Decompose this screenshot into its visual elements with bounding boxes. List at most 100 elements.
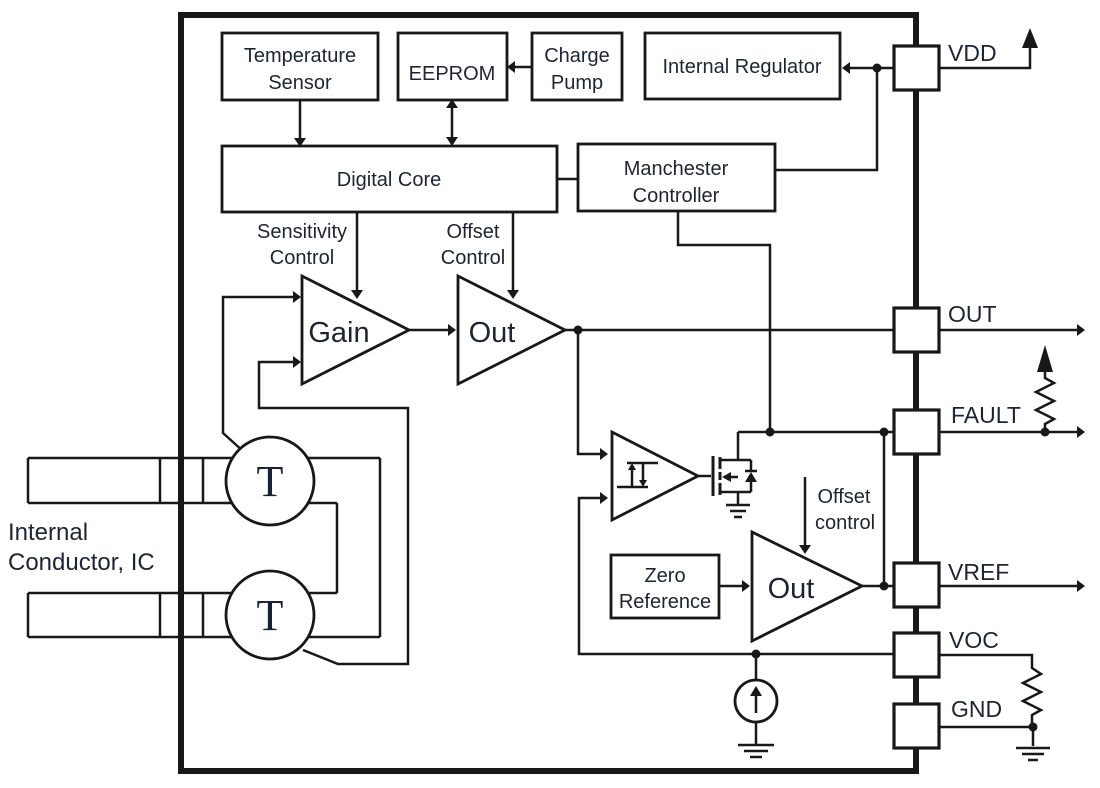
- internal-conductor-label1: Internal: [8, 519, 88, 546]
- hysteresis-icon: [617, 461, 658, 489]
- internal-conductor-leads: [26, 295, 410, 666]
- arrowhead-gain-input-top: [293, 291, 301, 303]
- vref-out-amplifier-label: Out: [768, 573, 815, 605]
- pin-vref: [892, 561, 941, 609]
- pin-label-voc: VOC: [949, 627, 999, 653]
- wire-hall-bottom-to-gain: [257, 360, 410, 666]
- pin-out: [892, 306, 941, 354]
- arrowhead-chargepump-left: [507, 61, 515, 73]
- hall-elements: T T: [224, 435, 316, 661]
- body-diode-wires: [745, 460, 757, 492]
- fault-mosfet: [711, 432, 757, 519]
- junction-dot-vdd: [872, 63, 882, 73]
- mosfet-body-arrowhead: [722, 472, 731, 482]
- arrowhead-out-external: [1077, 324, 1085, 336]
- hysteresis-down-arrowhead: [639, 480, 647, 487]
- sensitivity-control-label1: Sensitivity: [257, 221, 347, 243]
- offset-control-label1: Offset: [447, 221, 500, 243]
- internal-regulator-label: Internal Regulator: [663, 56, 822, 78]
- pin-voc: [892, 631, 941, 679]
- manchester-controller-label1: Manchester: [624, 158, 729, 180]
- arrowhead-vdd-supply-up: [1022, 28, 1038, 48]
- annotations: Sensitivity Control Offset Control Offse…: [8, 221, 875, 576]
- charge-pump-label2: Pump: [551, 72, 603, 94]
- ground-symbol-external: [1016, 746, 1050, 762]
- wire-out-to-comparator-top: [576, 330, 600, 456]
- voc-current-source: [733, 678, 779, 759]
- arrowhead-eeprom-up: [446, 99, 458, 108]
- ground-symbol-mosfet: [726, 503, 750, 519]
- wires: [298, 65, 894, 745]
- pin-label-vref: VREF: [948, 559, 1009, 585]
- arrowhead-regulator-left: [842, 62, 850, 74]
- arrowhead-offset-note-down: [799, 545, 811, 554]
- pin-vdd: [892, 44, 941, 92]
- temperature-sensor-label2: Sensor: [268, 72, 332, 94]
- comparator-triangle: [610, 429, 702, 523]
- out-amplifier-triangle: [456, 273, 569, 387]
- hall-series-wires: [335, 458, 382, 637]
- out-amplifier-label: Out: [469, 317, 516, 349]
- offset-control-vref-label2: control: [815, 512, 875, 534]
- junction-dot-vref: [879, 581, 889, 591]
- charge-pump-label1: Charge: [544, 45, 610, 67]
- pin-fault: [892, 408, 941, 456]
- digital-core-box: [220, 144, 559, 214]
- fault-comparator: [610, 429, 702, 523]
- hall-element-top: [224, 435, 316, 527]
- digital-core-label: Digital Core: [337, 169, 441, 191]
- junction-dot-out: [573, 325, 583, 335]
- temperature-sensor-label1: Temperature: [244, 45, 356, 67]
- lead-vertical-joints: [26, 458, 205, 637]
- junction-dot-voc: [751, 649, 761, 659]
- arrowhead-tempsensor-down: [294, 138, 306, 147]
- arrowhead-gain-to-out: [448, 324, 456, 336]
- arrowhead-gain-input-bottom: [293, 356, 301, 368]
- internal-conductor-label2: Conductor, IC: [8, 549, 155, 576]
- junction-dot-fault: [879, 427, 889, 437]
- amplifiers: Gain Out Out: [300, 273, 866, 644]
- arrowhead-fault-external: [1077, 426, 1085, 438]
- hall-top-label: T: [257, 457, 284, 506]
- mosfet-terminal-stubs: [720, 458, 751, 494]
- gain-amplifier-triangle: [300, 273, 413, 387]
- manchester-controller-label2: Controller: [633, 185, 720, 207]
- vref-out-amplifier-triangle: [750, 529, 866, 644]
- arrowhead-vref-external: [1077, 580, 1085, 592]
- body-diode-triangle: [745, 472, 757, 482]
- pins: VDD OUT FAULT VREF VOC GND: [892, 40, 1021, 750]
- hall-element-bottom: [224, 569, 316, 661]
- zero-reference-label2: Reference: [619, 591, 711, 613]
- arrowhead-fault-pullup-up: [1037, 345, 1053, 372]
- wire-vdd-external: [939, 48, 1032, 70]
- arrowheads: [293, 28, 1085, 592]
- function-blocks: Temperature Sensor EEPROM Charge Pump In…: [220, 31, 842, 620]
- junction-dots: [573, 63, 1050, 732]
- junction-dot-manchester-fault: [765, 427, 775, 437]
- ic-package-border: [178, 12, 919, 774]
- arrowhead-sensitivity-down: [351, 290, 363, 299]
- gain-amplifier-label: Gain: [308, 317, 369, 349]
- voc-resistor: [939, 653, 1044, 727]
- current-source-arrowhead: [750, 686, 762, 696]
- pin-gnd: [892, 702, 941, 750]
- wire-vdd-to-regulator-manchester: [775, 66, 894, 172]
- junction-dot-gnd-resistor: [1028, 722, 1038, 732]
- arrowhead-eeprom-down: [446, 137, 458, 146]
- junction-dot-fault-resistor: [1040, 427, 1050, 437]
- wire-hall-top-to-gain: [221, 295, 293, 453]
- wire-voc-net: [577, 496, 894, 656]
- pin-label-out: OUT: [948, 301, 997, 327]
- pin-label-vdd: VDD: [948, 40, 997, 66]
- hall-bottom-label: T: [257, 591, 284, 640]
- wire-manchester-to-fault-net: [676, 211, 772, 432]
- zero-reference-box: [609, 553, 721, 620]
- eeprom-label: EEPROM: [409, 63, 496, 85]
- offset-control-label2: Control: [441, 247, 505, 269]
- arrowhead-offset-down: [507, 290, 519, 299]
- offset-control-vref-label1: Offset: [818, 486, 871, 508]
- pin-label-fault: FAULT: [951, 402, 1021, 428]
- ground-symbol-current-source: [738, 743, 774, 759]
